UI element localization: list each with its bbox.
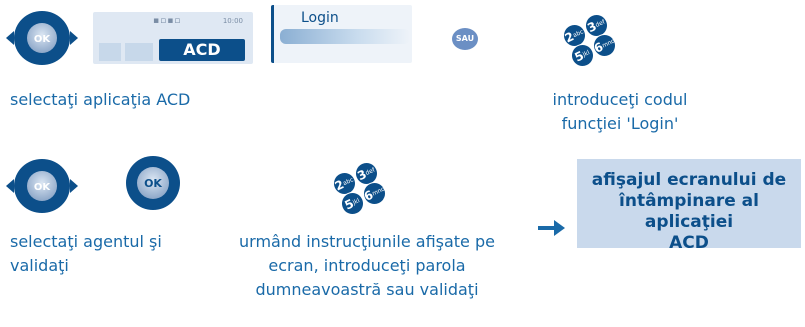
- step2-caption: introduceţi codul funcţiei 'Login': [515, 88, 725, 136]
- key-2b-letters: abc: [341, 176, 355, 188]
- result-box: [577, 159, 801, 248]
- key-5b-letters: jkl: [351, 197, 361, 207]
- key-5-letters: jkl: [581, 49, 591, 59]
- svg-text:OK: OK: [34, 182, 52, 193]
- svg-text:OK: OK: [144, 177, 162, 190]
- softkey-1: [99, 43, 121, 61]
- key-6b-letters: mno: [371, 185, 387, 198]
- acd-softkey[interactable]: ACD: [159, 39, 245, 61]
- status-icons: ▪▫▪▫: [153, 16, 182, 26]
- step4-caption: urmând instrucţiunile afişate pe ecran, …: [222, 230, 512, 302]
- step2-caption-line1: introduceţi codul: [552, 90, 688, 109]
- screen-time: 10:00: [222, 17, 243, 25]
- step4-caption-line3: dumneavoastră sau validaţi: [255, 280, 479, 299]
- key-2-letters: abc: [571, 28, 585, 40]
- step3-caption-line2: validaţi: [10, 256, 69, 275]
- key-3b-letters: def: [364, 166, 377, 177]
- arrow-right-icon: [538, 218, 566, 242]
- acd-screen: ▪▫▪▫ 10:00 ACD: [93, 12, 253, 64]
- step4-caption-line1: urmând instrucţiunile afişate pe: [239, 232, 495, 251]
- result-line3: ACD: [669, 233, 709, 253]
- navigator-icon-2[interactable]: OK: [4, 158, 80, 214]
- key-3-letters: def: [594, 18, 607, 29]
- or-badge: SAU: [452, 28, 478, 50]
- result-line2: întâmpinare al aplicaţiei: [619, 191, 759, 232]
- result-line1: afişajul ecranului de: [591, 170, 787, 190]
- result-text: afişajul ecranului de întâmpinare al apl…: [577, 170, 801, 254]
- svg-text:OK: OK: [34, 34, 52, 45]
- login-screen: Login: [271, 5, 412, 63]
- ok-button-icon[interactable]: OK: [125, 155, 181, 211]
- key-6-letters: mno: [601, 37, 617, 50]
- step1-caption: selectaţi aplicaţia ACD: [10, 90, 191, 109]
- step2-caption-line2: funcţiei 'Login': [561, 114, 679, 133]
- step3-caption: selectaţi agentul şi validaţi: [10, 230, 162, 278]
- login-highlight-bar[interactable]: [280, 29, 410, 44]
- step3-caption-line1: selectaţi agentul şi: [10, 232, 162, 251]
- navigator-icon[interactable]: OK: [4, 10, 80, 66]
- login-label: Login: [301, 10, 339, 26]
- step4-caption-line2: ecran, introduceţi parola: [268, 256, 466, 275]
- softkey-2: [125, 43, 153, 61]
